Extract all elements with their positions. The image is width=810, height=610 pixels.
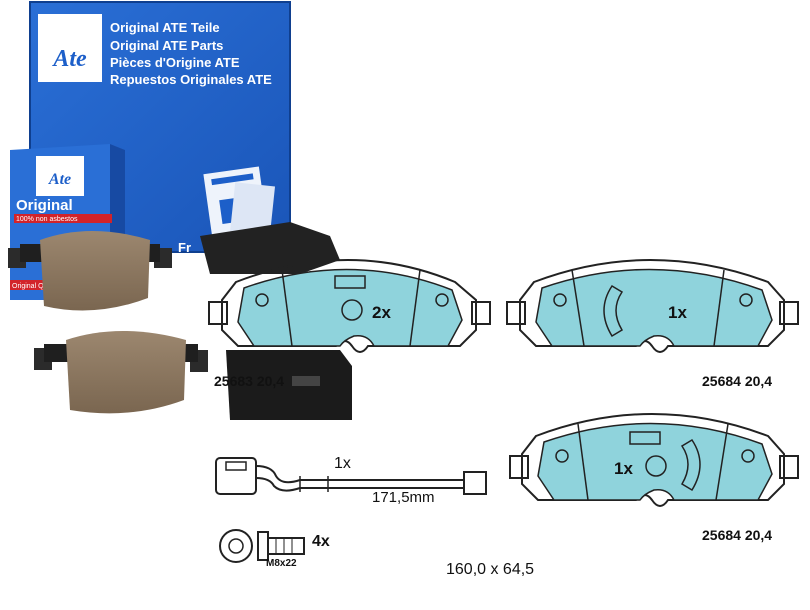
brake-pad-photo-backplate [200,222,352,420]
box-line-4: Repuestos Originales ATE [110,72,272,87]
pad-dimensions: 160,0 x 64,5 [446,561,534,578]
brake-pad-diagram-main: 2x 25683 20,4 [208,259,491,389]
sensor-length: 171,5mm [372,489,435,506]
bolt-icon: 4x M8x22 [219,529,330,569]
small-ate-logo-icon [36,156,84,196]
sensor-count: 1x [334,455,351,472]
brake-pad-photo-top-left [8,231,172,311]
small-box-side: Original Q [12,283,44,290]
right-top-pad-count: 1x [668,303,687,322]
box-line-2: Original ATE Parts [110,38,223,53]
brake-pad-diagram-right-bottom: 1x 25684 20,4 [509,413,799,543]
small-box-subtitle: 100% non asbestos [16,216,78,223]
box-line-3: Pièces d'Origine ATE [110,55,240,70]
bolt-size: M8x22 [266,558,297,569]
box-line-1: Original ATE Teile [110,20,220,35]
main-pad-count: 2x [372,303,391,322]
brake-pad-diagram-right-top: 1x 25684 20,4 [506,259,799,389]
box-logo-text: Ate [51,46,87,72]
right-bottom-pad-count: 1x [614,459,633,478]
right-top-pad-code: 25684 20,4 [702,373,772,389]
bolt-count: 4x [312,533,330,550]
right-bottom-pad-code: 25684 20,4 [702,527,772,543]
ate-logo-icon [38,14,102,82]
main-pad-code: 25683 20,4 [214,373,284,389]
small-box-title: Original [16,197,73,214]
small-box-logo: Ate [48,171,71,188]
brake-pad-photo-bottom-left [34,331,208,414]
wear-sensor-icon: 1x 171,5mm [215,455,487,506]
box-side-text: Fr [178,240,191,255]
